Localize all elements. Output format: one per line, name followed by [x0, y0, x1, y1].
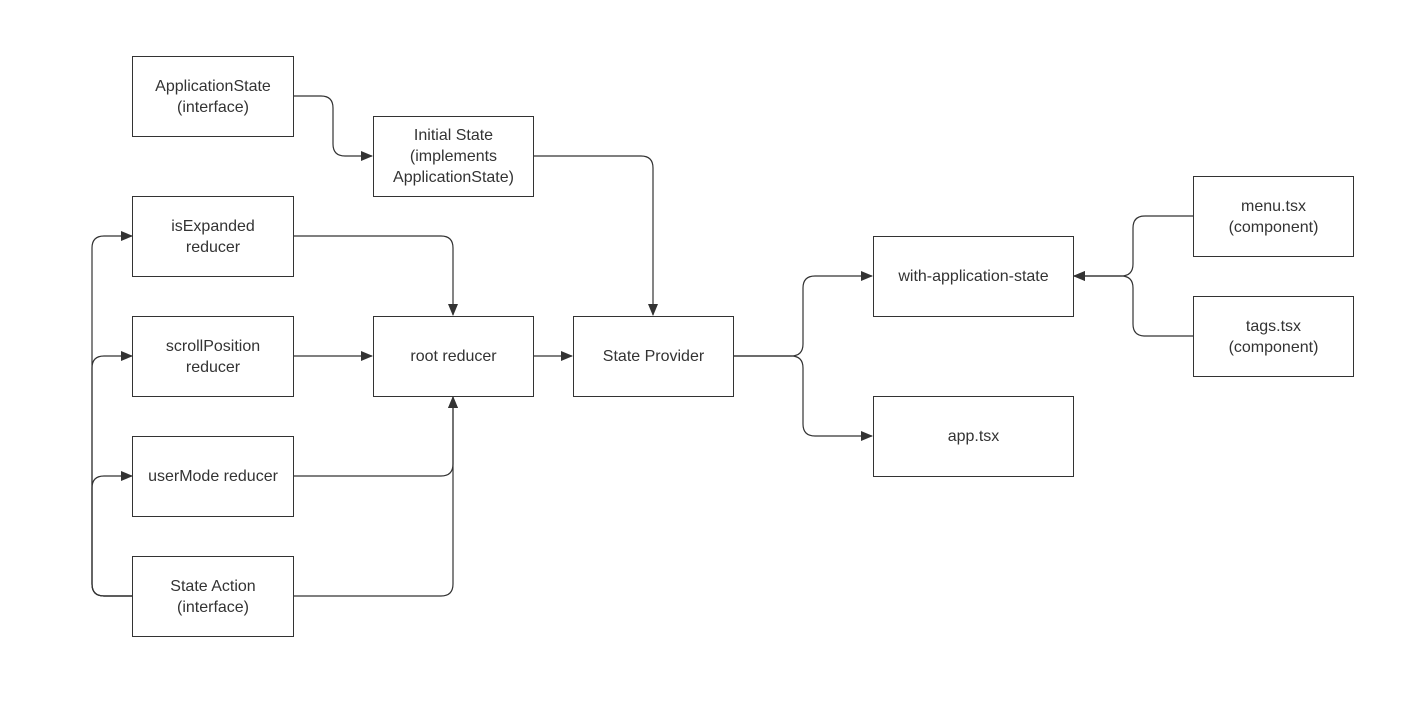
tags-tsx-label-line-1: tags.tsx — [1245, 317, 1302, 335]
edge-state-action-to-user-mode — [91, 471, 133, 597]
tags-tsx-label-line-2: (component) — [1228, 338, 1319, 356]
scroll-position-reducer-node: scrollPosition reducer — [132, 316, 294, 397]
initial-state-label-line-1: Initial State — [413, 127, 494, 144]
edge-state-action-to-is-expanded — [91, 231, 133, 597]
initial-state-node: Initial State (implements ApplicationSta… — [373, 116, 534, 197]
edge-initial-state-to-state-provider — [533, 155, 658, 316]
edge-state-provider-to-with-application-state — [733, 271, 873, 357]
tags-tsx-node: tags.tsx (component) — [1193, 296, 1354, 377]
with-application-state-node: with-application-state — [873, 236, 1074, 317]
user-mode-label: userMode reducer — [148, 468, 278, 485]
app-tsx-label: app.tsx — [947, 428, 1000, 445]
state-provider-node: State Provider — [573, 316, 734, 397]
is-expanded-label-line-2: reducer — [185, 238, 241, 256]
edge-state-action-to-root-reducer — [293, 396, 458, 597]
application-state-node: ApplicationState (interface) — [132, 56, 294, 137]
scroll-position-label-line-2: reducer — [185, 358, 241, 376]
root-reducer-node: root reducer — [373, 316, 534, 397]
edge-tags-tsx-to-with-application-state — [1073, 271, 1193, 337]
application-state-label-line-2: (interface) — [176, 98, 250, 116]
edge-is-expanded-to-root-reducer — [293, 235, 458, 316]
is-expanded-label-line-1: isExpanded — [171, 217, 255, 235]
menu-tsx-node: menu.tsx (component) — [1193, 176, 1354, 257]
edge-menu-tsx-to-with-application-state — [1073, 215, 1193, 281]
initial-state-label-line-2: (implements — [409, 148, 498, 165]
with-application-state-label: with-application-state — [898, 268, 1049, 285]
user-mode-reducer-node: userMode reducer — [132, 436, 294, 517]
root-reducer-label: root reducer — [410, 348, 497, 365]
application-state-label-line-1: ApplicationState — [155, 77, 271, 95]
state-action-label-line-1: State Action — [170, 577, 256, 595]
is-expanded-reducer-node: isExpanded reducer — [132, 196, 294, 277]
menu-tsx-label-line-2: (component) — [1228, 218, 1319, 236]
edge-user-mode-to-root-reducer — [293, 396, 458, 477]
edge-state-provider-to-app-tsx — [733, 355, 873, 441]
app-tsx-node: app.tsx — [873, 396, 1074, 477]
edge-application-state-to-initial-state — [293, 95, 373, 161]
state-provider-label: State Provider — [602, 348, 705, 365]
scroll-position-label-line-1: scrollPosition — [165, 337, 261, 355]
state-action-label-line-2: (interface) — [176, 598, 250, 616]
initial-state-label-line-3: ApplicationState) — [393, 169, 514, 186]
state-action-node: State Action (interface) — [132, 556, 294, 637]
menu-tsx-label-line-1: menu.tsx — [1241, 197, 1306, 215]
